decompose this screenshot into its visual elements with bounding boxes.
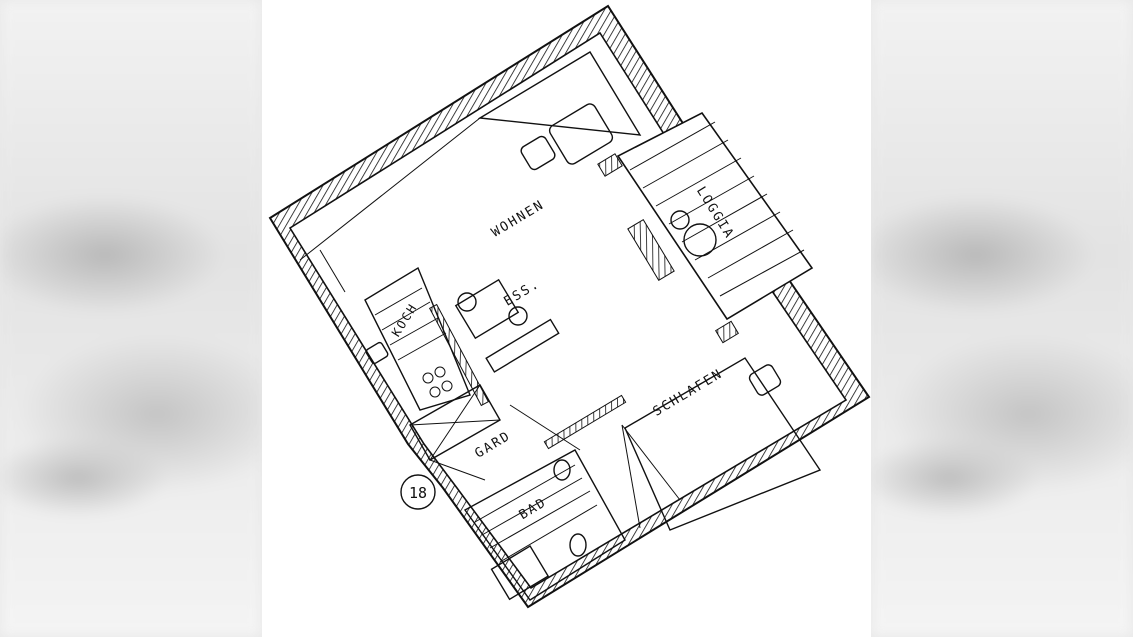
chair-icon <box>457 292 477 312</box>
kitchen <box>364 266 471 411</box>
bed-icon <box>624 357 822 531</box>
washbasin-icon <box>553 459 571 481</box>
bathroom <box>463 449 626 601</box>
chair-icon <box>670 210 690 230</box>
sideboard-icon <box>485 318 560 373</box>
dining-table-icon <box>454 278 520 340</box>
interior-floor <box>288 31 848 590</box>
loggia <box>616 111 814 321</box>
chair-icon <box>508 306 528 326</box>
blurred-background-left <box>0 0 262 637</box>
toilet-icon <box>569 533 587 557</box>
armchair-icon <box>548 103 614 165</box>
nightstand-icon <box>748 364 782 396</box>
unit-number-circle <box>400 474 436 510</box>
unit-number: 18 <box>409 484 427 502</box>
shower-icon <box>490 545 550 601</box>
side-table-icon <box>520 135 556 171</box>
blurred-background-right <box>871 0 1133 637</box>
sink-icon <box>365 341 389 365</box>
table-icon <box>683 223 717 257</box>
